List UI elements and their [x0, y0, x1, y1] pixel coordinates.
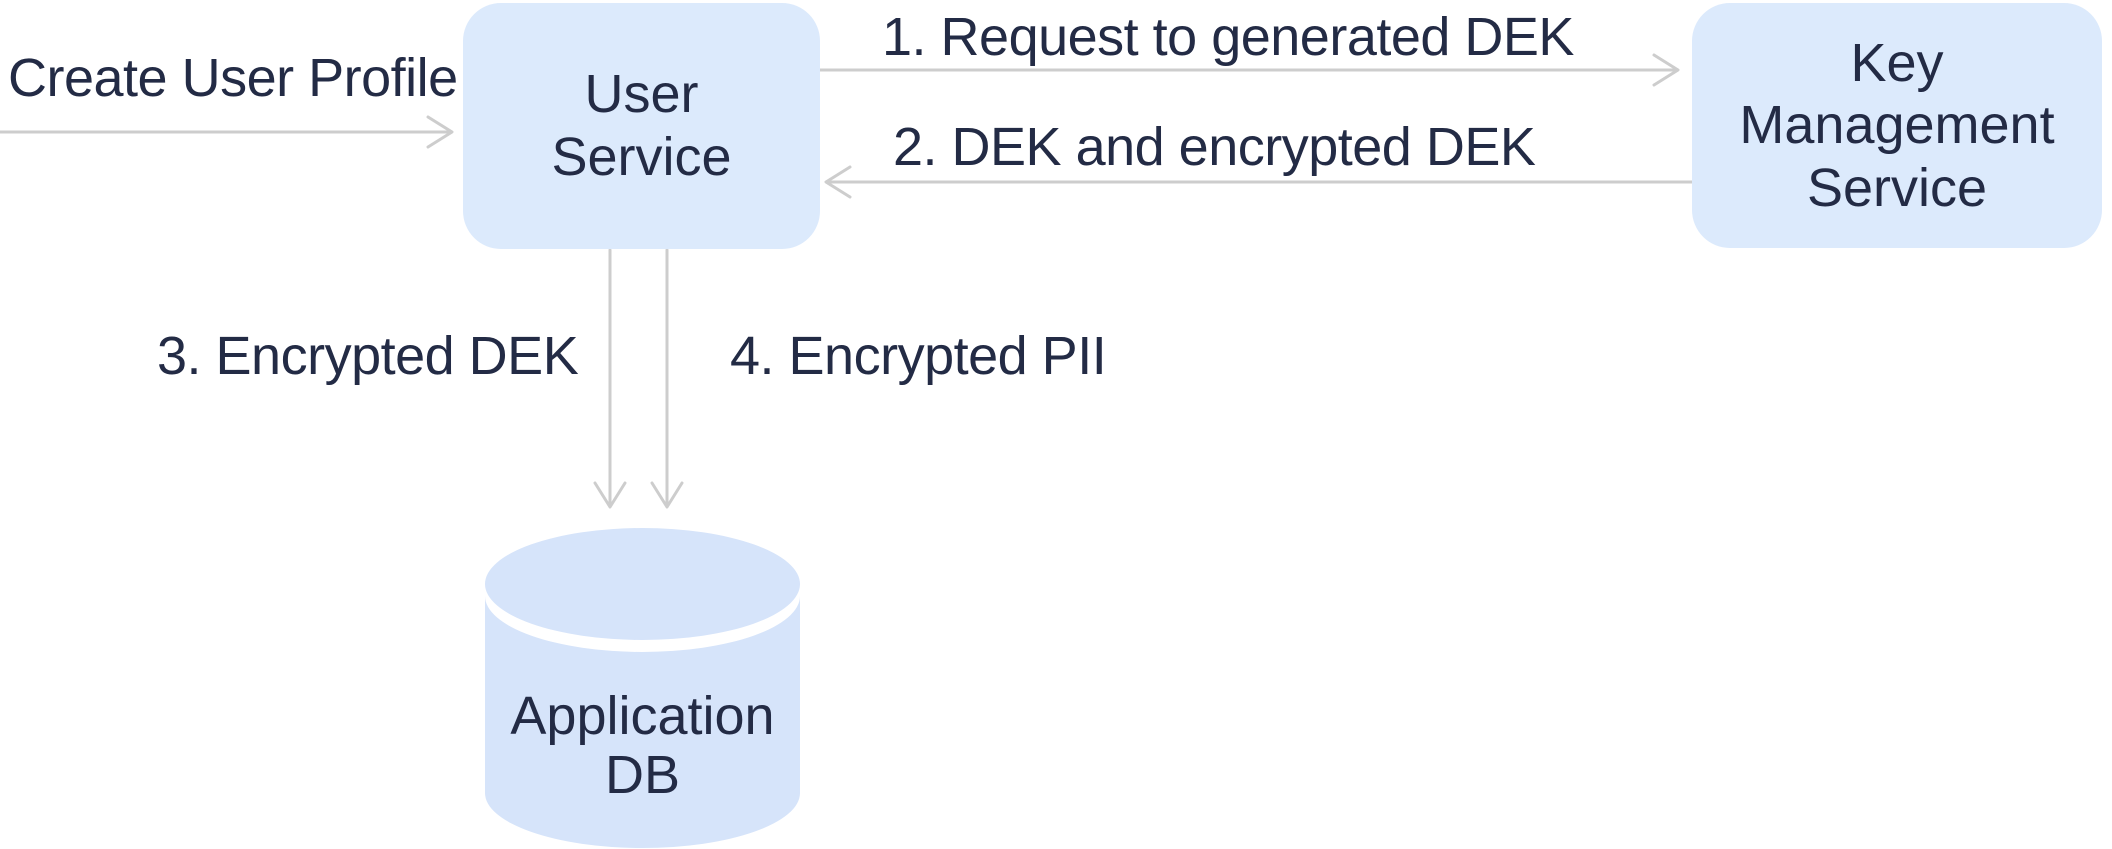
edge-label-create-user-profile: Create User Profile: [8, 48, 458, 108]
edge-store-dek-arrow: [593, 248, 627, 509]
arrowhead-right-icon: [426, 115, 454, 149]
arrowhead-left-icon: [824, 165, 852, 199]
node-key-management-service: Key Management Service: [1692, 3, 2102, 248]
node-user-service: User Service: [463, 3, 820, 249]
database-cylinder-icon: [485, 528, 800, 848]
edge-label-encrypted-pii: 4. Encrypted PII: [730, 326, 1107, 386]
cylinder-body: [485, 596, 800, 848]
edge-create-user-profile-arrow: [0, 115, 454, 149]
arrowhead-down-icon: [650, 481, 684, 509]
node-application-db-label: Application DB: [510, 686, 775, 806]
cylinder-top: [485, 528, 800, 640]
edge-return-dek-arrow: [824, 165, 1694, 199]
arrowhead-down-icon: [593, 481, 627, 509]
edge-label-return-dek: 2. DEK and encrypted DEK: [893, 117, 1536, 177]
edge-store-pii-arrow: [650, 248, 684, 509]
arrowhead-right-icon: [1652, 53, 1680, 87]
edge-request-dek-arrow: [818, 53, 1680, 87]
edge-label-request-dek: 1. Request to generated DEK: [882, 7, 1574, 67]
edge-label-encrypted-dek: 3. Encrypted DEK: [157, 326, 579, 386]
